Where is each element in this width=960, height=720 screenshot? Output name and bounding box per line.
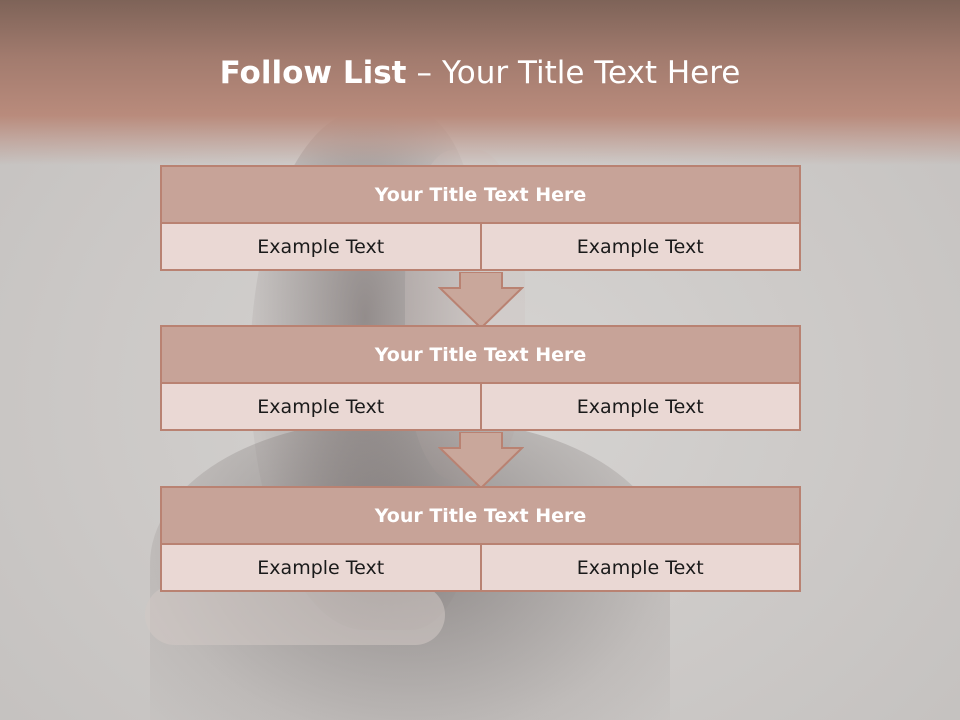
title-band xyxy=(0,0,960,165)
block-row: Example Text Example Text xyxy=(162,224,799,269)
down-arrow-icon xyxy=(438,432,524,490)
block-row: Example Text Example Text xyxy=(162,545,799,590)
block-cell-left: Example Text xyxy=(162,224,482,269)
list-block-2: Your Title Text Here Example Text Exampl… xyxy=(160,325,801,431)
block-row: Example Text Example Text xyxy=(162,384,799,429)
block-cell-left: Example Text xyxy=(162,384,482,429)
block-cell-right: Example Text xyxy=(576,395,704,418)
block-title: Your Title Text Here xyxy=(162,167,799,224)
slide-title-bold: Follow List xyxy=(219,55,407,91)
list-block-3: Your Title Text Here Example Text Exampl… xyxy=(160,486,801,592)
block-cell-right: Example Text xyxy=(576,556,704,579)
down-arrow-icon xyxy=(438,272,524,330)
block-cell-right: Example Text xyxy=(576,235,704,258)
slide-title-dash: – xyxy=(416,55,432,91)
slide-title-rest: Your Title Text Here xyxy=(441,55,741,91)
photo-shape-arm xyxy=(145,585,445,645)
block-title: Your Title Text Here xyxy=(162,488,799,545)
block-title: Your Title Text Here xyxy=(162,327,799,384)
block-cell-left: Example Text xyxy=(162,545,482,590)
list-block-1: Your Title Text Here Example Text Exampl… xyxy=(160,165,801,271)
slide-title: Follow List–Your Title Text Here xyxy=(0,55,960,91)
